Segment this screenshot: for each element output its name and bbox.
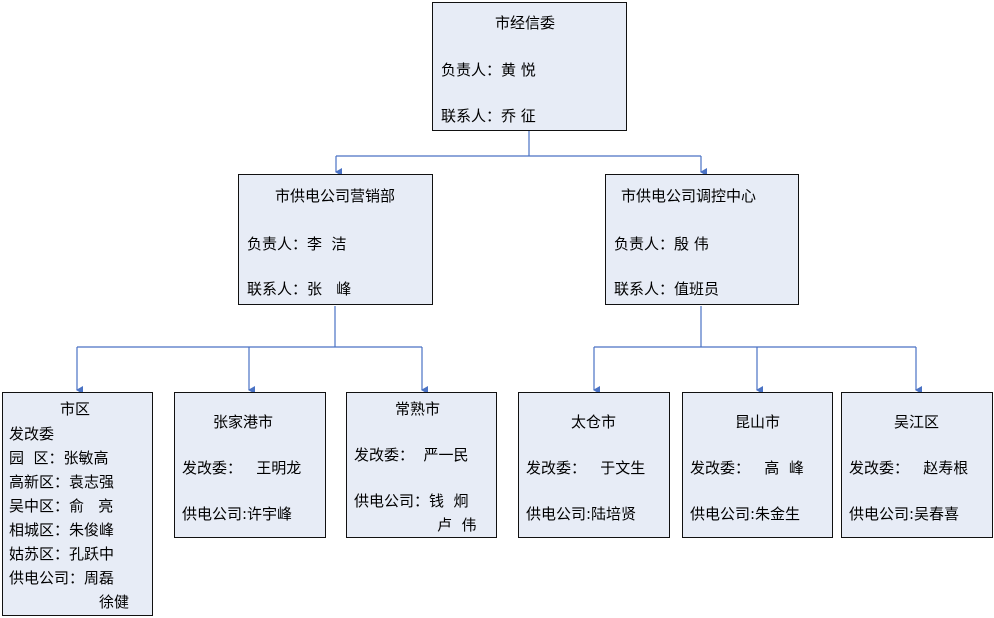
node-power-dispatch-center: 市供电公司调控中心 负责人：殷 伟 联系人：值班员 [605,174,799,305]
node-line: 发改委 [9,425,55,443]
node-title: 吴江区 [894,413,940,431]
node-line: 供电公司:陆培贤 [526,505,637,523]
node-line: 高新区：袁志强 [9,473,115,491]
node-line: 发改委： 于文生 [526,459,646,477]
node-line: 发改委： 王明龙 [182,459,302,477]
node-line: 发改委： 严一民 [354,446,469,464]
node-line: 供电公司:朱金生 [690,505,801,523]
node-line: 供电公司：钱 炯 [354,492,469,510]
node-line: 供电公司:吴春喜 [849,505,960,523]
node-line: 徐健 [99,593,130,611]
node-title: 市区 [60,400,91,418]
node-kunshan: 昆山市 发改委： 高 峰 供电公司:朱金生 [682,392,833,538]
node-title: 市供电公司营销部 [275,187,396,205]
node-contact: 联系人：值班员 [614,280,720,298]
node-line: 供电公司：周磊 [9,569,115,587]
node-title: 市经信委 [495,14,556,32]
node-line: 供电公司:许宇峰 [182,505,293,523]
node-manager: 负责人：李 洁 [247,235,347,253]
node-line: 姑苏区：孔跃中 [9,545,115,563]
node-contact: 联系人：张 峰 [247,280,352,298]
node-line: 吴中区：俞 亮 [9,497,114,515]
node-title: 市供电公司调控中心 [621,187,757,205]
node-title: 太仓市 [571,413,617,431]
node-title: 张家港市 [213,413,274,431]
node-taicang: 太仓市 发改委： 于文生 供电公司:陆培贤 [518,392,670,538]
node-line: 发改委： 高 峰 [690,459,804,477]
node-title: 常熟市 [395,400,441,418]
node-changshu: 常熟市 发改委： 严一民 供电公司：钱 炯 卢 伟 [346,392,497,538]
node-manager: 负责人：殷 伟 [614,235,709,253]
node-power-marketing-dept: 市供电公司营销部 负责人：李 洁 联系人：张 峰 [238,174,433,305]
node-line: 园 区：张敏高 [9,449,109,467]
node-contact: 联系人：乔 征 [441,107,536,125]
node-city-economic-commission: 市经信委 负责人：黄 悦 联系人：乔 征 [432,2,627,131]
node-zhangjiagang: 张家港市 发改委： 王明龙 供电公司:许宇峰 [174,392,326,538]
node-title: 昆山市 [735,413,781,431]
node-line: 卢 伟 [437,516,477,534]
node-line: 发改委： 赵寿根 [849,459,969,477]
node-manager: 负责人：黄 悦 [441,61,536,79]
node-urban-district: 市区 发改委 园 区：张敏高 高新区：袁志强 吴中区：俞 亮 相城区：朱俊峰 姑… [2,392,153,616]
node-wujiang: 吴江区 发改委： 赵寿根 供电公司:吴春喜 [841,392,993,538]
node-line: 相城区：朱俊峰 [9,521,115,539]
